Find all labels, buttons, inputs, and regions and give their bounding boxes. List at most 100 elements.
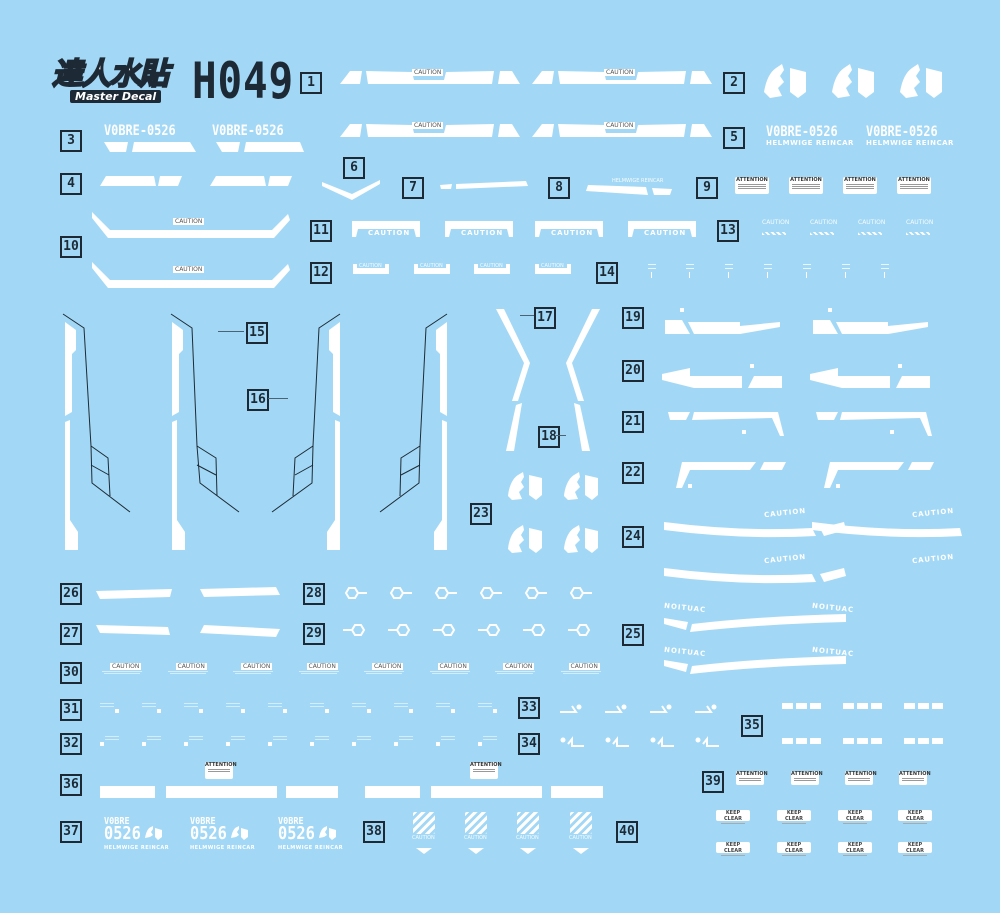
- caution-tag: CAUTION: [173, 266, 205, 273]
- keep-clear-label: KEEP CLEAR: [898, 842, 932, 856]
- part-number-19: 19: [622, 307, 644, 329]
- part-number-36: 36: [60, 774, 82, 796]
- part-number-22: 22: [622, 462, 644, 484]
- part-number-9: 9: [696, 177, 718, 199]
- dash-mark: [904, 738, 944, 744]
- dash-mark: [843, 738, 883, 744]
- stripe-shield-icon: CAUTION: [569, 812, 593, 856]
- part-number-17: 17: [534, 307, 556, 329]
- helmwige-text: HELMWIGE REINCAR: [766, 139, 854, 147]
- hex-marker-left-icon: [433, 624, 459, 636]
- brand-logo: 達人水貼 Master Decal: [51, 57, 182, 103]
- caution-label: CAUTION: [560, 663, 601, 675]
- part-number-12: 12: [310, 262, 332, 284]
- text-block-square: [394, 702, 414, 714]
- text-block-square: [478, 735, 498, 747]
- caution-stripe-label: CAUTION: [762, 220, 789, 238]
- small-caution-bracket: CAUTION: [353, 264, 389, 274]
- v-frame-decal-17-18: [496, 309, 600, 451]
- keep-clear-label: KEEP CLEAR: [716, 842, 750, 856]
- part-number-2: 2: [723, 72, 745, 94]
- hex-marker-left-icon: [478, 624, 504, 636]
- pin-marker: [723, 262, 735, 278]
- caution-stripe-label: CAUTION: [810, 220, 837, 238]
- figure-lying-right-icon: [650, 702, 674, 714]
- figure-lying-left-icon: [650, 736, 674, 748]
- keep-clear-label: KEEP CLEAR: [777, 842, 811, 856]
- attention-label: ATTENTION: [845, 771, 877, 785]
- pin-marker: [684, 262, 696, 278]
- part-number-25: 25: [622, 624, 644, 646]
- part-number-7: 7: [402, 177, 424, 199]
- text-block-square: [226, 702, 246, 714]
- bar-decal: [431, 786, 542, 798]
- caution-tag: CAUTION: [604, 122, 636, 129]
- part-number-30: 30: [60, 662, 82, 684]
- brand-chinese-name: 達人水貼: [51, 57, 170, 93]
- part-number-11: 11: [310, 220, 332, 242]
- arc-decal-10b: [92, 262, 290, 288]
- attention-label: ATTENTION: [736, 771, 768, 785]
- part-number-37: 37: [60, 821, 82, 843]
- hex-marker-right-icon: [433, 587, 459, 599]
- dash-mark: [782, 738, 822, 744]
- visor-decal-1a: [340, 71, 520, 84]
- part-number-33: 33: [518, 697, 540, 719]
- caution-label: CAUTION: [495, 663, 535, 675]
- hex-marker-right-icon: [388, 587, 414, 599]
- part-number-6: 6: [343, 157, 365, 179]
- arc-decal-10a: [92, 212, 290, 238]
- leader-line: [556, 435, 566, 436]
- attention-label: ATTENTION: [205, 762, 237, 779]
- text-block-square: [226, 735, 246, 747]
- hex-marker-right-icon: [343, 587, 369, 599]
- caution-bracket: CAUTION: [352, 221, 420, 237]
- text-block-square: [100, 735, 120, 747]
- stripe-decal-8: [586, 185, 672, 195]
- keep-clear-label: KEEP CLEAR: [838, 810, 872, 824]
- brand-english-name: Master Decal: [70, 90, 162, 103]
- keep-clear-label: KEEP CLEAR: [898, 810, 932, 824]
- part-number-31: 31: [60, 699, 82, 721]
- pin-marker: [646, 262, 658, 278]
- caution-stripe-label: CAUTION: [906, 220, 933, 238]
- part-number-15: 15: [246, 322, 268, 344]
- part-number-29: 29: [303, 623, 325, 645]
- caution-bracket: CAUTION: [628, 221, 696, 237]
- part-number-10: 10: [60, 236, 82, 258]
- lion-shield-emblem-icon: [762, 62, 810, 100]
- stripe-shield-icon: CAUTION: [464, 812, 488, 856]
- text-block-square: [352, 735, 372, 747]
- caution-label: CAUTION: [233, 663, 273, 675]
- bar-decal: [100, 786, 155, 798]
- dash-mark: [782, 703, 822, 709]
- caution-tag: CAUTION: [173, 218, 205, 225]
- caution-stripe-label: CAUTION: [858, 220, 885, 238]
- attention-label: ATTENTION: [899, 771, 931, 785]
- figure-lying-left-icon: [605, 736, 629, 748]
- text-block-square: [142, 702, 162, 714]
- hex-marker-right-icon: [478, 587, 504, 599]
- caution-tag: CAUTION: [412, 122, 444, 129]
- part-number-26: 26: [60, 583, 82, 605]
- text-block-square: [478, 702, 498, 714]
- part-number-35: 35: [741, 715, 763, 737]
- small-caution-bracket: CAUTION: [474, 264, 510, 274]
- caution-bracket: CAUTION: [445, 221, 513, 237]
- small-caution-bracket: CAUTION: [414, 264, 450, 274]
- hex-marker-right-icon: [568, 587, 594, 599]
- figure-lying-right-icon: [695, 702, 719, 714]
- attention-label: ATTENTION: [789, 177, 823, 194]
- keep-clear-label: KEEP CLEAR: [838, 842, 872, 856]
- attention-label: ATTENTION: [897, 177, 931, 194]
- attention-label: ATTENTION: [843, 177, 877, 194]
- keep-clear-label: KEEP CLEAR: [716, 810, 750, 824]
- leader-line: [268, 398, 288, 399]
- part-number-5: 5: [723, 127, 745, 149]
- caution-bracket: CAUTION: [535, 221, 603, 237]
- caution-tag: CAUTION: [412, 69, 444, 76]
- text-block-square: [184, 735, 204, 747]
- part-number-4: 4: [60, 173, 82, 195]
- keep-clear-label: KEEP CLEAR: [777, 810, 811, 824]
